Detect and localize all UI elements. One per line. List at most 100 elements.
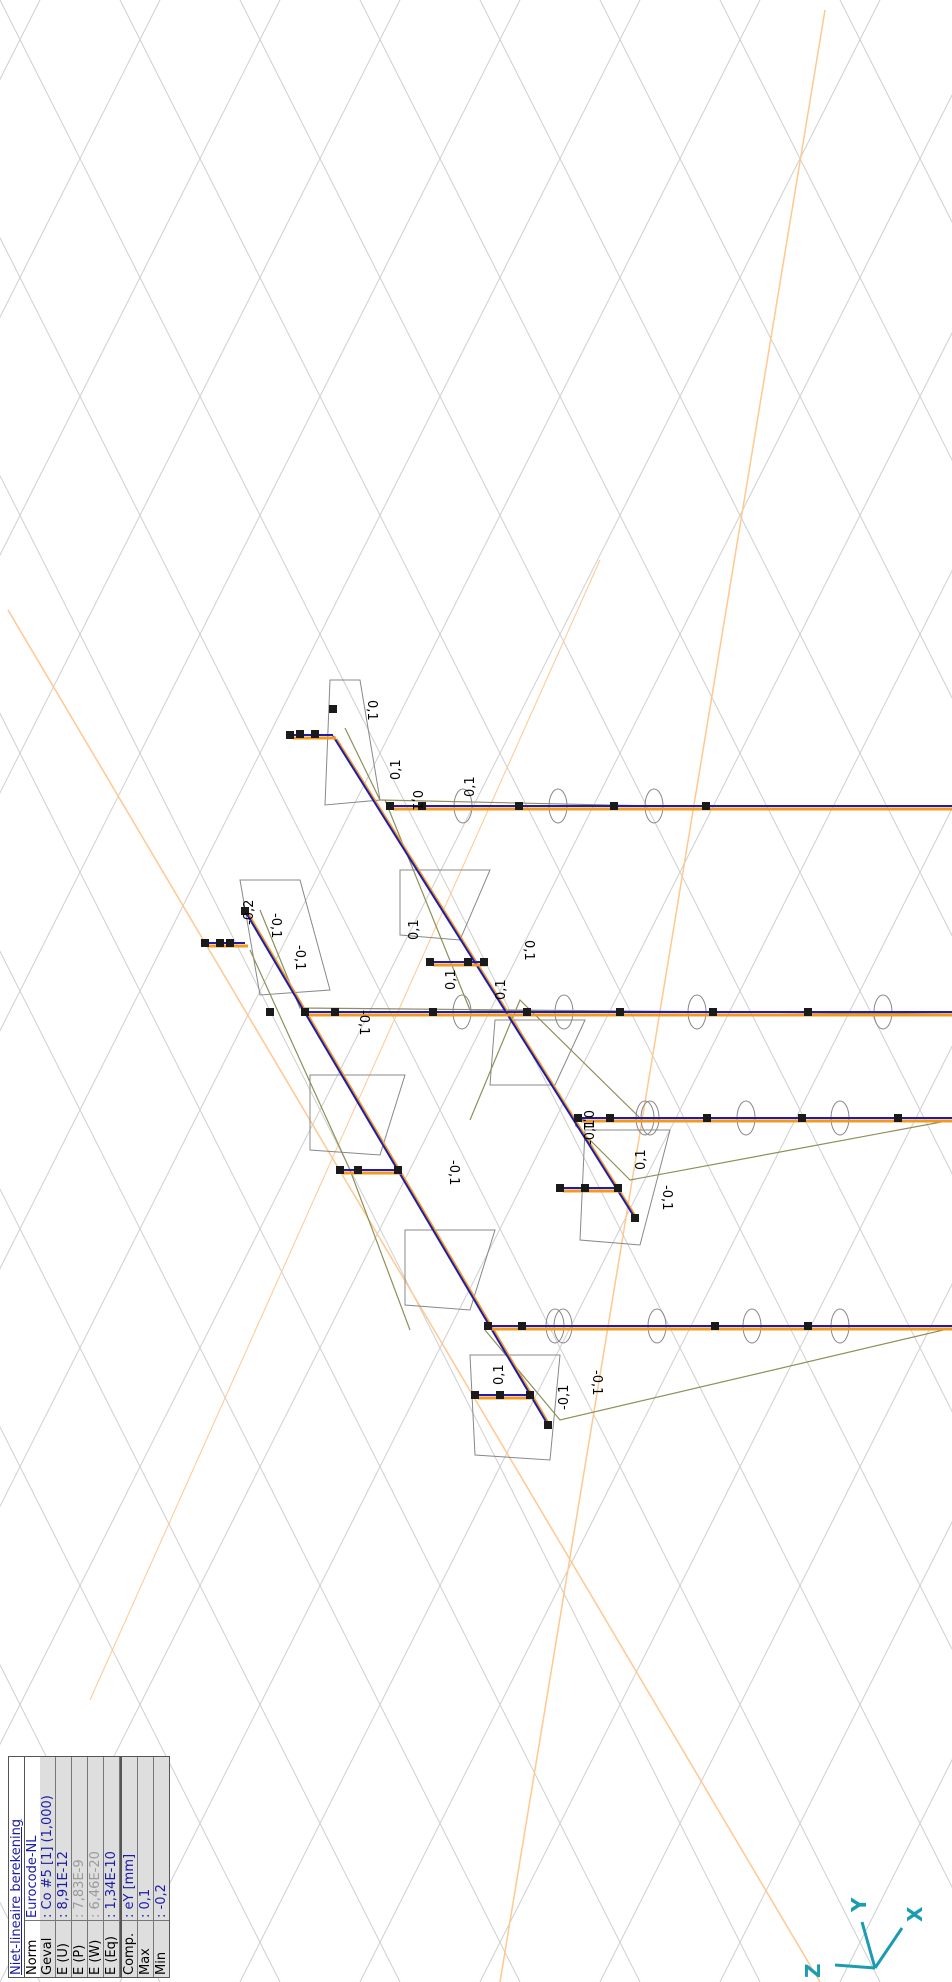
- deformation-value-label: -0,1: [356, 1010, 371, 1035]
- node-marker[interactable]: [484, 1322, 492, 1330]
- node-marker[interactable]: [296, 730, 304, 738]
- result-diagram-line: [344, 727, 656, 807]
- axis-x-label: X: [903, 1906, 927, 1922]
- node-marker[interactable]: [798, 1114, 806, 1122]
- node-marker[interactable]: [216, 939, 224, 947]
- reference-lines: [7, 9, 826, 1982]
- axis-y-line: [860, 1921, 877, 1969]
- grid-line: [0, 0, 761, 1508]
- node-marker[interactable]: [226, 939, 234, 947]
- grid-line: [0, 0, 641, 1270]
- axis-x-line: [873, 1927, 904, 1969]
- node-marker[interactable]: [329, 705, 337, 713]
- node-marker[interactable]: [804, 1322, 812, 1330]
- node-marker[interactable]: [464, 958, 472, 966]
- node-marker[interactable]: [515, 802, 523, 810]
- legend-row-comp: Comp.: eY [mm]: [120, 1757, 138, 1977]
- node-marker[interactable]: [556, 1184, 564, 1192]
- node-marker[interactable]: [336, 1166, 344, 1174]
- node-marker[interactable]: [523, 1008, 531, 1016]
- grid-line: [719, 1521, 952, 1982]
- deformation-value-label: 0,1: [364, 700, 379, 721]
- legend-row-eeq: E (Eq): 1,34E-10: [104, 1757, 120, 1977]
- node-marker[interactable]: [610, 802, 618, 810]
- node-marker[interactable]: [241, 907, 249, 915]
- node-marker[interactable]: [301, 1008, 309, 1016]
- node-marker[interactable]: [804, 1008, 812, 1016]
- legend-row-min: Min: -0,2: [154, 1884, 169, 1977]
- grid-line: [0, 1663, 161, 1982]
- node-marker[interactable]: [201, 939, 209, 947]
- deformation-frame: [489, 1019, 586, 1086]
- node-marker[interactable]: [544, 1421, 552, 1429]
- result-diagram-line: [384, 799, 581, 1013]
- value-labels: 0,10,10,10,1-0,1-0,1-0,2-0,10,10,10,1-0,…: [242, 700, 674, 1410]
- deformation-frame: [469, 1354, 561, 1461]
- node-marker[interactable]: [286, 731, 294, 739]
- deformation-value-label: 0,1: [407, 919, 422, 940]
- grid-line: [839, 1758, 952, 1982]
- node-marker[interactable]: [480, 958, 488, 966]
- node-marker[interactable]: [354, 1166, 362, 1174]
- node-marker[interactable]: [702, 802, 710, 810]
- node-marker[interactable]: [429, 1008, 437, 1016]
- grid-line: [0, 0, 281, 557]
- node-marker[interactable]: [616, 1008, 624, 1016]
- deformation-outlines: [239, 679, 952, 1461]
- grid-line: [599, 0, 952, 699]
- reference-line: [7, 609, 821, 1982]
- grid-line: [359, 807, 952, 1982]
- legend-row-max: Max: 0,1: [138, 1757, 154, 1977]
- legend-row-geval: Geval: Co #5 [1] (1,000): [40, 1757, 56, 1977]
- node-marker[interactable]: [606, 1114, 614, 1122]
- legend-row-ew: E (W): 6,46E-20: [88, 1757, 104, 1977]
- grid-line: [0, 236, 881, 1982]
- grid-line: [0, 0, 161, 319]
- node-marker[interactable]: [703, 1114, 711, 1122]
- grid-line: [239, 569, 952, 1982]
- deformation-value-label: 0,1: [389, 759, 404, 780]
- axis-z-label: Z: [801, 1963, 825, 1978]
- node-marker[interactable]: [418, 802, 426, 810]
- deformation-frame: [309, 1074, 406, 1156]
- node-marker[interactable]: [386, 802, 394, 810]
- node-marker[interactable]: [709, 1008, 717, 1016]
- deformation-value-label: 0,1: [463, 776, 478, 797]
- grid-line: [0, 1425, 281, 1982]
- grid-line: [0, 1188, 401, 1982]
- node-marker[interactable]: [471, 1391, 479, 1399]
- node-marker[interactable]: [311, 730, 319, 738]
- deformation-value-label: 0,1: [494, 979, 509, 1000]
- node-marker[interactable]: [574, 1114, 582, 1122]
- node-marker[interactable]: [266, 1008, 274, 1016]
- grid-line: [239, 0, 952, 1413]
- deformation-value-label: -0,1: [557, 1385, 572, 1410]
- node-marker[interactable]: [711, 1322, 719, 1330]
- node-marker[interactable]: [496, 1391, 504, 1399]
- axis-y-label: Y: [847, 1897, 871, 1913]
- axis-z-line: [834, 1963, 876, 1970]
- deformation-value-label: -0,1: [268, 913, 283, 938]
- node-marker[interactable]: [581, 1184, 589, 1192]
- grid-line: [839, 0, 952, 224]
- pipe-network: [205, 734, 952, 1429]
- deformation-value-label: -0,1: [292, 945, 307, 970]
- node-marker[interactable]: [394, 1166, 402, 1174]
- node-marker[interactable]: [426, 958, 434, 966]
- deformation-value-label: -0,1: [446, 1160, 461, 1185]
- node-marker[interactable]: [894, 1114, 902, 1122]
- deformation-value-label: 0,1: [634, 1149, 649, 1170]
- deformation-frame: [579, 1129, 671, 1246]
- grid-line: [719, 0, 952, 461]
- node-marker[interactable]: [526, 1391, 534, 1399]
- node-marker[interactable]: [631, 1214, 639, 1222]
- grid-line: [119, 0, 952, 1651]
- node-marker[interactable]: [614, 1184, 622, 1192]
- node-marker[interactable]: [331, 1008, 339, 1016]
- result-diagram-line: [259, 909, 952, 1015]
- nodes[interactable]: [201, 705, 902, 1429]
- node-marker[interactable]: [518, 1322, 526, 1330]
